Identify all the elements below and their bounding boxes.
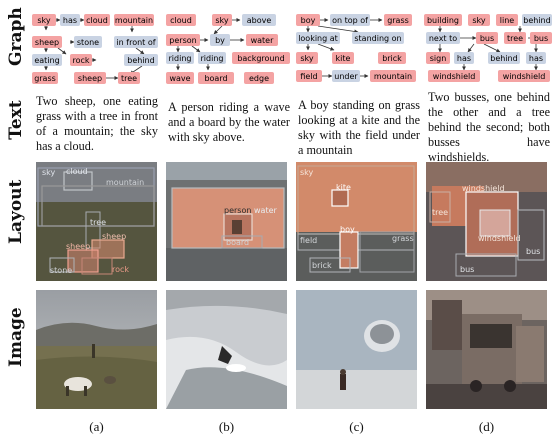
node-has-label: has xyxy=(457,54,471,63)
node-sign-label: sign xyxy=(430,54,447,63)
node-mountain-label: mountain xyxy=(374,72,412,81)
layout-a-rock: rock xyxy=(112,265,129,274)
caption-b: A person riding a wave and a board by th… xyxy=(168,100,290,144)
node-has2-label: has xyxy=(529,54,543,63)
node-windshield2-label: windshield xyxy=(503,72,546,81)
node-behind-label: behind xyxy=(127,56,154,65)
node-on-top-of-label: on top of xyxy=(332,16,368,25)
caption-d: Two busses, one behind the other and a t… xyxy=(428,90,550,164)
node-eating-label: eating xyxy=(34,56,59,65)
layout-d-bus1: bus xyxy=(526,247,540,256)
row-label-image: Image xyxy=(6,307,26,367)
layout-c-brick: brick xyxy=(312,261,332,270)
layout-b-board: board xyxy=(226,238,249,247)
node-bus2-label: bus xyxy=(534,34,548,43)
node-sky-label: sky xyxy=(300,54,314,63)
node-background-label: background xyxy=(237,54,284,63)
caption-a: Two sheep, one eating grass with a tree … xyxy=(36,94,158,153)
node-behind-label: behind xyxy=(523,16,550,25)
node-sky-label: sky xyxy=(472,16,486,25)
node-line-label: line xyxy=(500,16,515,25)
node-riding2-label: riding xyxy=(201,54,224,63)
node-under-label: under xyxy=(334,72,358,81)
layout-b-water: water xyxy=(254,206,278,215)
scene-graph-a: sky has cloud mountain sheep stone in fr… xyxy=(32,14,158,84)
layout-a-cloud: cloud xyxy=(66,167,88,176)
layout-d-windshield2: windshield xyxy=(478,234,521,243)
node-wave-label: wave xyxy=(169,74,190,83)
layout-a-tree: tree xyxy=(90,218,106,227)
layout-c-field: field xyxy=(300,236,317,245)
node-brick-label: brick xyxy=(382,54,402,63)
layout-d: windshield tree windshield bus bus xyxy=(426,162,547,281)
layout-a-sky: sky xyxy=(42,168,56,177)
row-label-graph: Graph xyxy=(6,7,26,66)
node-tree-label: tree xyxy=(507,34,523,43)
layout-a-stone: stone xyxy=(50,266,72,275)
subfigure-label-c: (c) xyxy=(349,419,364,434)
node-tree-label: tree xyxy=(121,74,137,83)
layout-b: person water board xyxy=(166,162,287,281)
node-kite-label: kite xyxy=(336,54,351,63)
node-behind2-label: behind xyxy=(490,54,517,63)
scene-graph-d: building sky line behind next to bus tre… xyxy=(424,14,552,82)
layout-d-windshield1: windshield xyxy=(462,184,505,193)
layout-a-mountain: mountain xyxy=(106,178,144,187)
node-sheep-label: sheep xyxy=(35,38,59,47)
node-field-label: field xyxy=(300,72,317,81)
layout-c-kite: kite xyxy=(336,183,351,192)
node-stone-label: stone xyxy=(77,38,99,47)
layout-c-boy: boy xyxy=(340,225,355,234)
node-windshield-label: windshield xyxy=(433,72,476,81)
generated-image-b xyxy=(166,290,287,409)
scene-graph-b: cloud sky above person by water riding r… xyxy=(166,14,290,84)
generated-image-d xyxy=(426,290,547,409)
node-standing-on-label: standing on xyxy=(354,34,401,43)
node-edge-label: edge xyxy=(249,74,269,83)
row-label-text: Text xyxy=(6,100,26,140)
generated-image-a xyxy=(36,290,157,409)
subfigure-label-d: (d) xyxy=(478,419,495,434)
row-label-layout: Layout xyxy=(6,179,26,244)
layout-d-tree: tree xyxy=(432,208,448,217)
layout-d-bus2: bus xyxy=(460,265,474,274)
layout-a-sheep2: sheep xyxy=(66,242,90,251)
layout-c-sky: sky xyxy=(300,168,314,177)
node-cloud-label: cloud xyxy=(170,16,192,25)
layout-b-person: person xyxy=(224,206,251,215)
layout-c: sky kite field boy grass brick xyxy=(296,162,417,281)
node-above-label: above xyxy=(247,16,272,25)
generated-image-c xyxy=(296,290,417,409)
node-sky xyxy=(32,14,56,26)
node-in-front-of-label: in front of xyxy=(116,38,155,47)
node-next-to-label: next to xyxy=(429,34,457,43)
node-looking-at-label: looking at xyxy=(298,34,338,43)
node-by-label: by xyxy=(215,36,225,45)
node-mountain-label: mountain xyxy=(115,16,153,25)
node-building-label: building xyxy=(427,16,459,25)
layout-c-grass: grass xyxy=(392,234,414,243)
scene-graph-c: boy on top of grass looking at standing … xyxy=(296,14,416,82)
node-bus-label: bus xyxy=(480,34,494,43)
node-has-label: has xyxy=(63,16,77,25)
node-board-label: board xyxy=(204,74,227,83)
node-cloud-label: cloud xyxy=(86,16,108,25)
node-person-label: person xyxy=(169,36,196,45)
node-riding-label: riding xyxy=(169,54,192,63)
layout-a-sheep1: sheep xyxy=(102,232,126,241)
node-boy-label: boy xyxy=(301,16,316,25)
layout-a: sky cloud mountain tree sheep sheep ston… xyxy=(36,162,157,281)
subfigure-label-b: (b) xyxy=(218,419,235,434)
node-sheep2-label: sheep xyxy=(78,74,102,83)
node-water-label: water xyxy=(251,36,275,45)
node-sky-label: sky xyxy=(37,16,51,25)
node-grass-label: grass xyxy=(34,74,56,83)
node-grass-label: grass xyxy=(387,16,409,25)
node-sky-label: sky xyxy=(215,16,229,25)
subfigure-label-a: (a) xyxy=(89,419,104,434)
caption-c: A boy standing on grass looking at a kit… xyxy=(298,98,420,157)
node-rock-label: rock xyxy=(72,56,89,65)
